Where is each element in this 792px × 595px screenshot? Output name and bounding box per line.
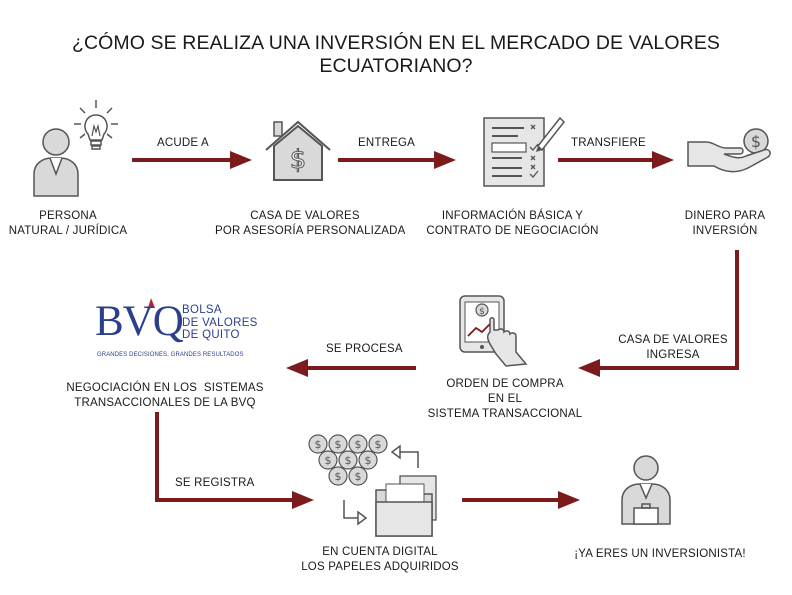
page-title: ¿CÓMO SE REALIZA UNA INVERSIÓN EN EL MER… [71,32,721,77]
arrow-label-ingresa: CASA DE VALORES INGRESA [608,333,738,363]
step-orden-line2: EN EL [487,393,523,405]
step-label-inversionista: ¡YA ERES UN INVERSIONISTA! [560,547,760,562]
step-label-cuenta: EN CUENTA DIGITAL LOS PAPELES ADQUIRIDOS [290,545,470,575]
arrow-acude [132,151,252,169]
arrow-label-entrega: ENTREGA [358,137,415,149]
arrow-label-procesa: SE PROCESA [326,343,403,355]
arrow-registra [155,412,314,509]
arrow-ingresa [578,250,739,377]
step-persona-line2: NATURAL / JURÍDICA [8,225,128,237]
svg-text:$: $ [751,132,761,151]
step-label-casa: CASA DE VALORES POR ASESORÍA PERSONALIZA… [215,209,406,239]
step-cuenta-line2: LOS PAPELES ADQUIRIDOS [301,561,459,573]
step-label-informacion: INFORMACIÓN BÁSICA Y CONTRATO DE NEGOCIA… [425,209,600,239]
arrow-procesa [286,359,416,377]
bvq-logo-name: BOLSA DE VALORES DE QUITO [182,304,258,342]
svg-text:$: $ [365,454,372,467]
step-orden-line1: ORDEN DE COMPRA [446,378,564,390]
step-negociacion-line2: TRANSACCIONALES DE LA BVQ [74,397,256,409]
arrow-label-ingresa-line1: CASA DE VALORES [618,334,728,346]
arrow-final [462,491,580,509]
bvq-logo-mark [148,298,155,308]
investor-briefcase-icon [621,455,671,525]
step-dinero-line2: INVERSIÓN [692,225,758,237]
bvq-logo-line1: BOLSA [182,304,222,316]
step-casa-line1: CASA DE VALORES [250,210,360,222]
bvq-logo-line2: DE VALORES [182,316,258,329]
svg-text:$: $ [345,454,352,467]
svg-text:$: $ [315,438,322,451]
bvq-logo-tagline: GRANDES DECISIONES, GRANDES RESULTADOS [97,352,244,358]
step-label-negociacion: NEGOCIACIÓN EN LOS SISTEMAS TRANSACCIONA… [60,381,270,411]
arrow-label-acude: ACUDE A [157,137,209,149]
svg-text:$: $ [335,438,342,451]
coins-stack: $$$$ $$$ $$ [308,434,388,486]
person-idea-icon [33,100,118,197]
step-casa-line2: POR ASESORÍA PERSONALIZADA [215,225,406,237]
hand-coin-icon: $ [687,128,771,173]
coins-folder-icon: $$$$ $$$ $$ [308,434,437,537]
step-negociacion-line1: NEGOCIACIÓN EN LOS SISTEMAS [66,382,264,394]
step-informacion-line2: CONTRATO DE NEGOCIACIÓN [426,225,599,237]
svg-text:$: $ [290,145,307,175]
svg-text:$: $ [355,470,362,483]
step-label-dinero: DINERO PARA INVERSIÓN [660,209,790,239]
svg-text:$: $ [355,438,362,451]
bvq-logo-letters: BVQ [95,298,184,345]
step-informacion-line1: INFORMACIÓN BÁSICA Y [441,210,584,222]
step-dinero-line1: DINERO PARA [684,210,766,222]
arrow-label-transfiere: TRANSFIERE [571,137,646,149]
step-orden-line3: SISTEMA TRANSACCIONAL [427,408,583,420]
svg-text:$: $ [335,470,342,483]
step-inversionista-line1: ¡YA ERES UN INVERSIONISTA! [574,548,746,560]
bvq-logo-line3: DE QUITO [182,329,240,341]
svg-text:$: $ [325,454,332,467]
step-cuenta-line1: EN CUENTA DIGITAL [322,546,438,558]
step-persona-line1: PERSONA [39,210,97,222]
svg-text:$: $ [479,307,485,317]
house-dollar-icon: $ [265,120,331,181]
arrow-label-registra: SE REGISTRA [175,477,255,489]
step-label-orden: ORDEN DE COMPRA EN EL SISTEMA TRANSACCIO… [420,377,590,422]
checklist-document-icon [483,116,566,187]
tablet-touch-icon: $ [459,295,528,367]
arrow-label-ingresa-line2: INGRESA [646,349,700,361]
bvq-logo: BVQ BOLSA DE VALORES DE QUITO GRANDES DE… [95,298,260,364]
step-label-persona: PERSONA NATURAL / JURÍDICA [8,209,128,239]
arrow-entrega [338,151,456,169]
arrow-transfiere [558,151,674,169]
svg-text:$: $ [375,438,382,451]
